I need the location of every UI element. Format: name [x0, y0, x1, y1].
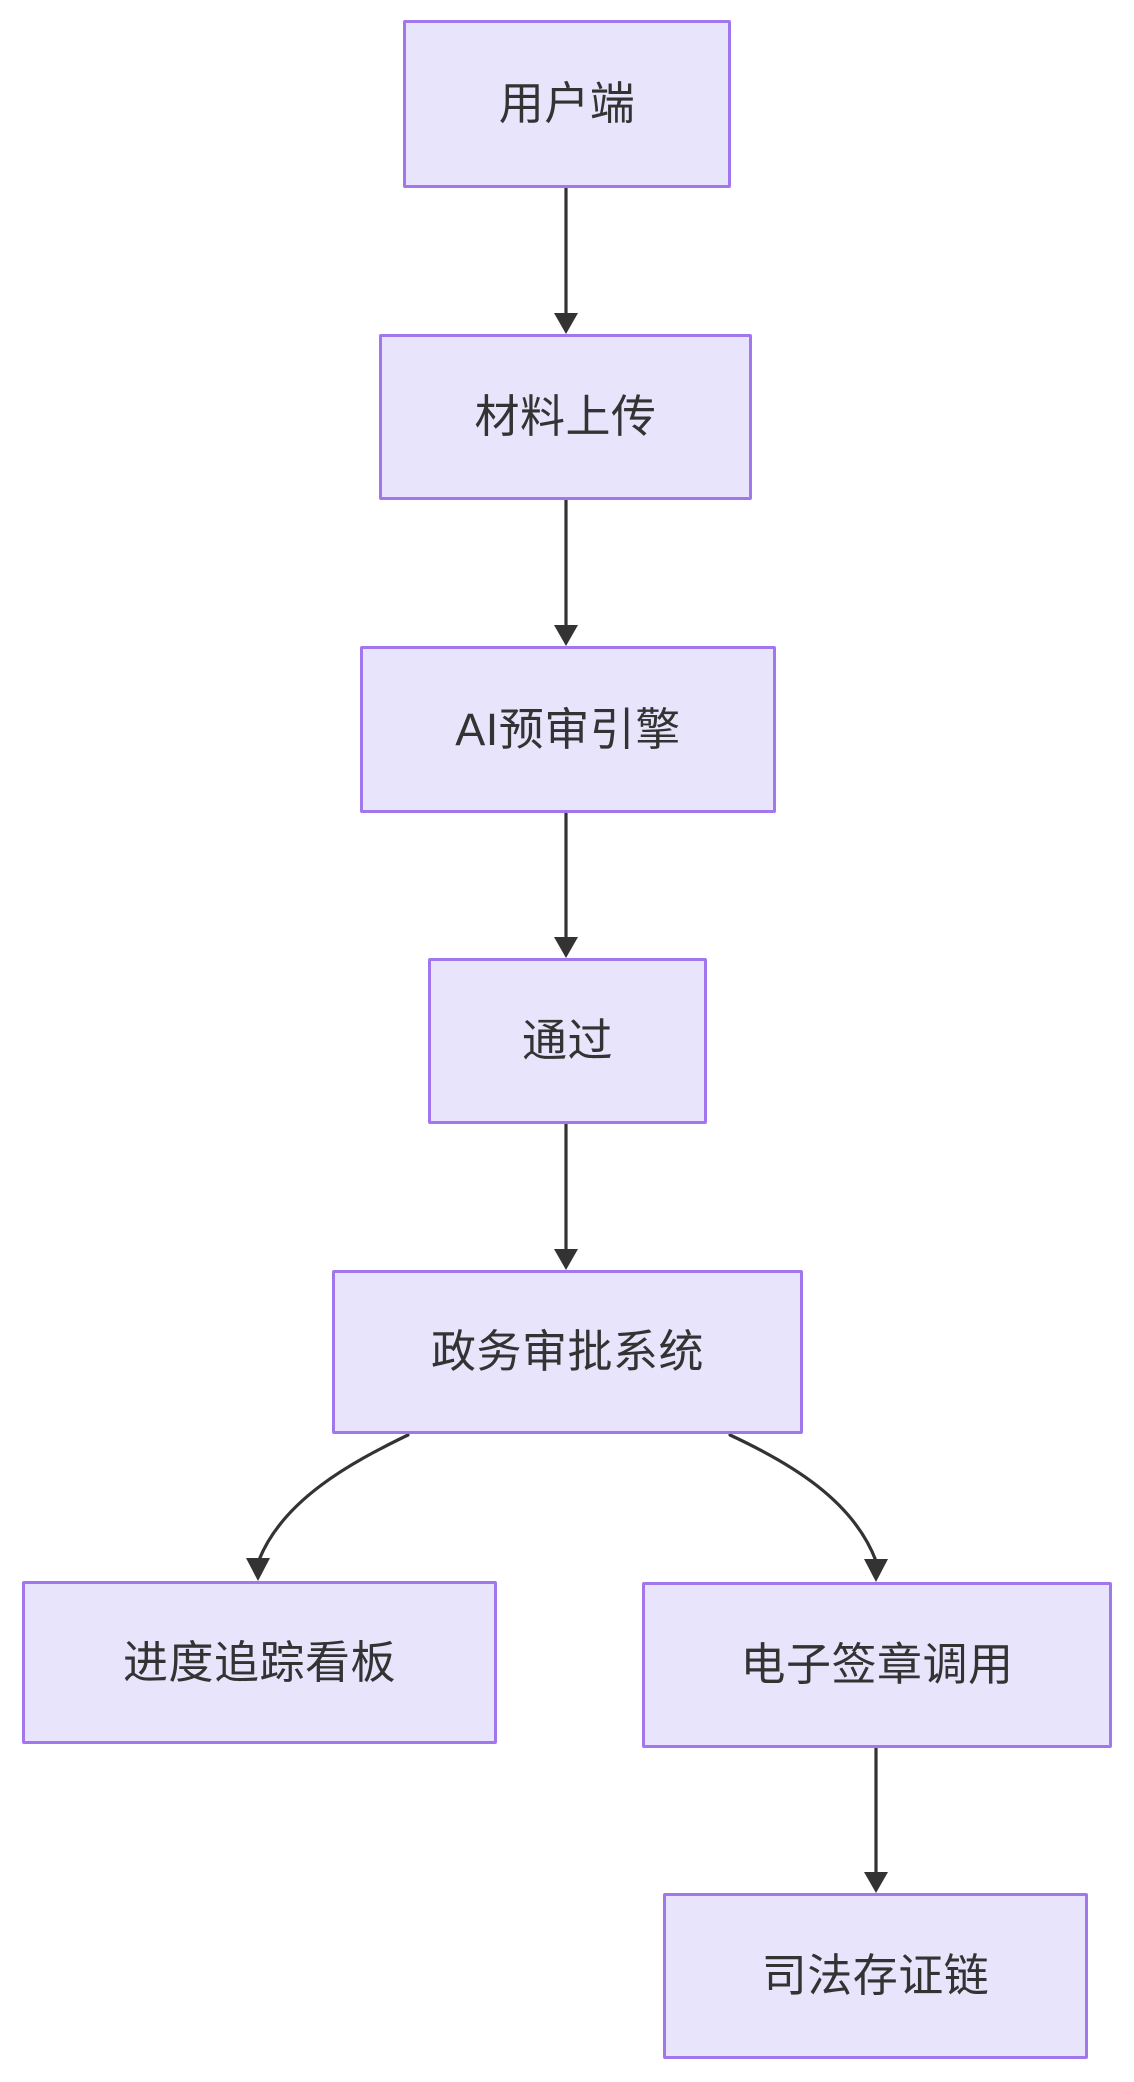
- node-ai-engine-label: AI预审引擎: [455, 703, 681, 755]
- node-approval-system-label: 政务审批系统: [430, 1326, 704, 1378]
- node-progress-board[interactable]: 进度追踪看板: [22, 1581, 497, 1744]
- node-progress-board-label: 进度追踪看板: [122, 1636, 396, 1688]
- node-upload[interactable]: 材料上传: [379, 334, 752, 500]
- node-upload-label: 材料上传: [474, 391, 657, 443]
- edge-upload-to-ai: [554, 500, 578, 646]
- edge-client-to-upload: [554, 188, 578, 334]
- node-approval-system[interactable]: 政务审批系统: [332, 1270, 803, 1434]
- node-pass-label: 通过: [521, 1015, 613, 1067]
- node-judicial-chain[interactable]: 司法存证链: [663, 1893, 1088, 2059]
- edge-pass-to-approval: [554, 1124, 578, 1270]
- node-client-label: 用户端: [498, 78, 636, 130]
- node-client[interactable]: 用户端: [403, 20, 731, 188]
- node-judicial-chain-label: 司法存证链: [761, 1950, 990, 2002]
- node-pass[interactable]: 通过: [428, 958, 707, 1124]
- node-esignature-call-label: 电子签章调用: [740, 1639, 1014, 1691]
- node-ai-engine[interactable]: AI预审引擎: [360, 646, 776, 813]
- edge-esign-to-chain: [864, 1748, 888, 1893]
- edge-approval-to-esign: [728, 1433, 888, 1582]
- edge-ai-to-pass: [554, 813, 578, 958]
- node-esignature-call[interactable]: 电子签章调用: [642, 1582, 1112, 1748]
- edge-approval-to-progress: [246, 1433, 410, 1581]
